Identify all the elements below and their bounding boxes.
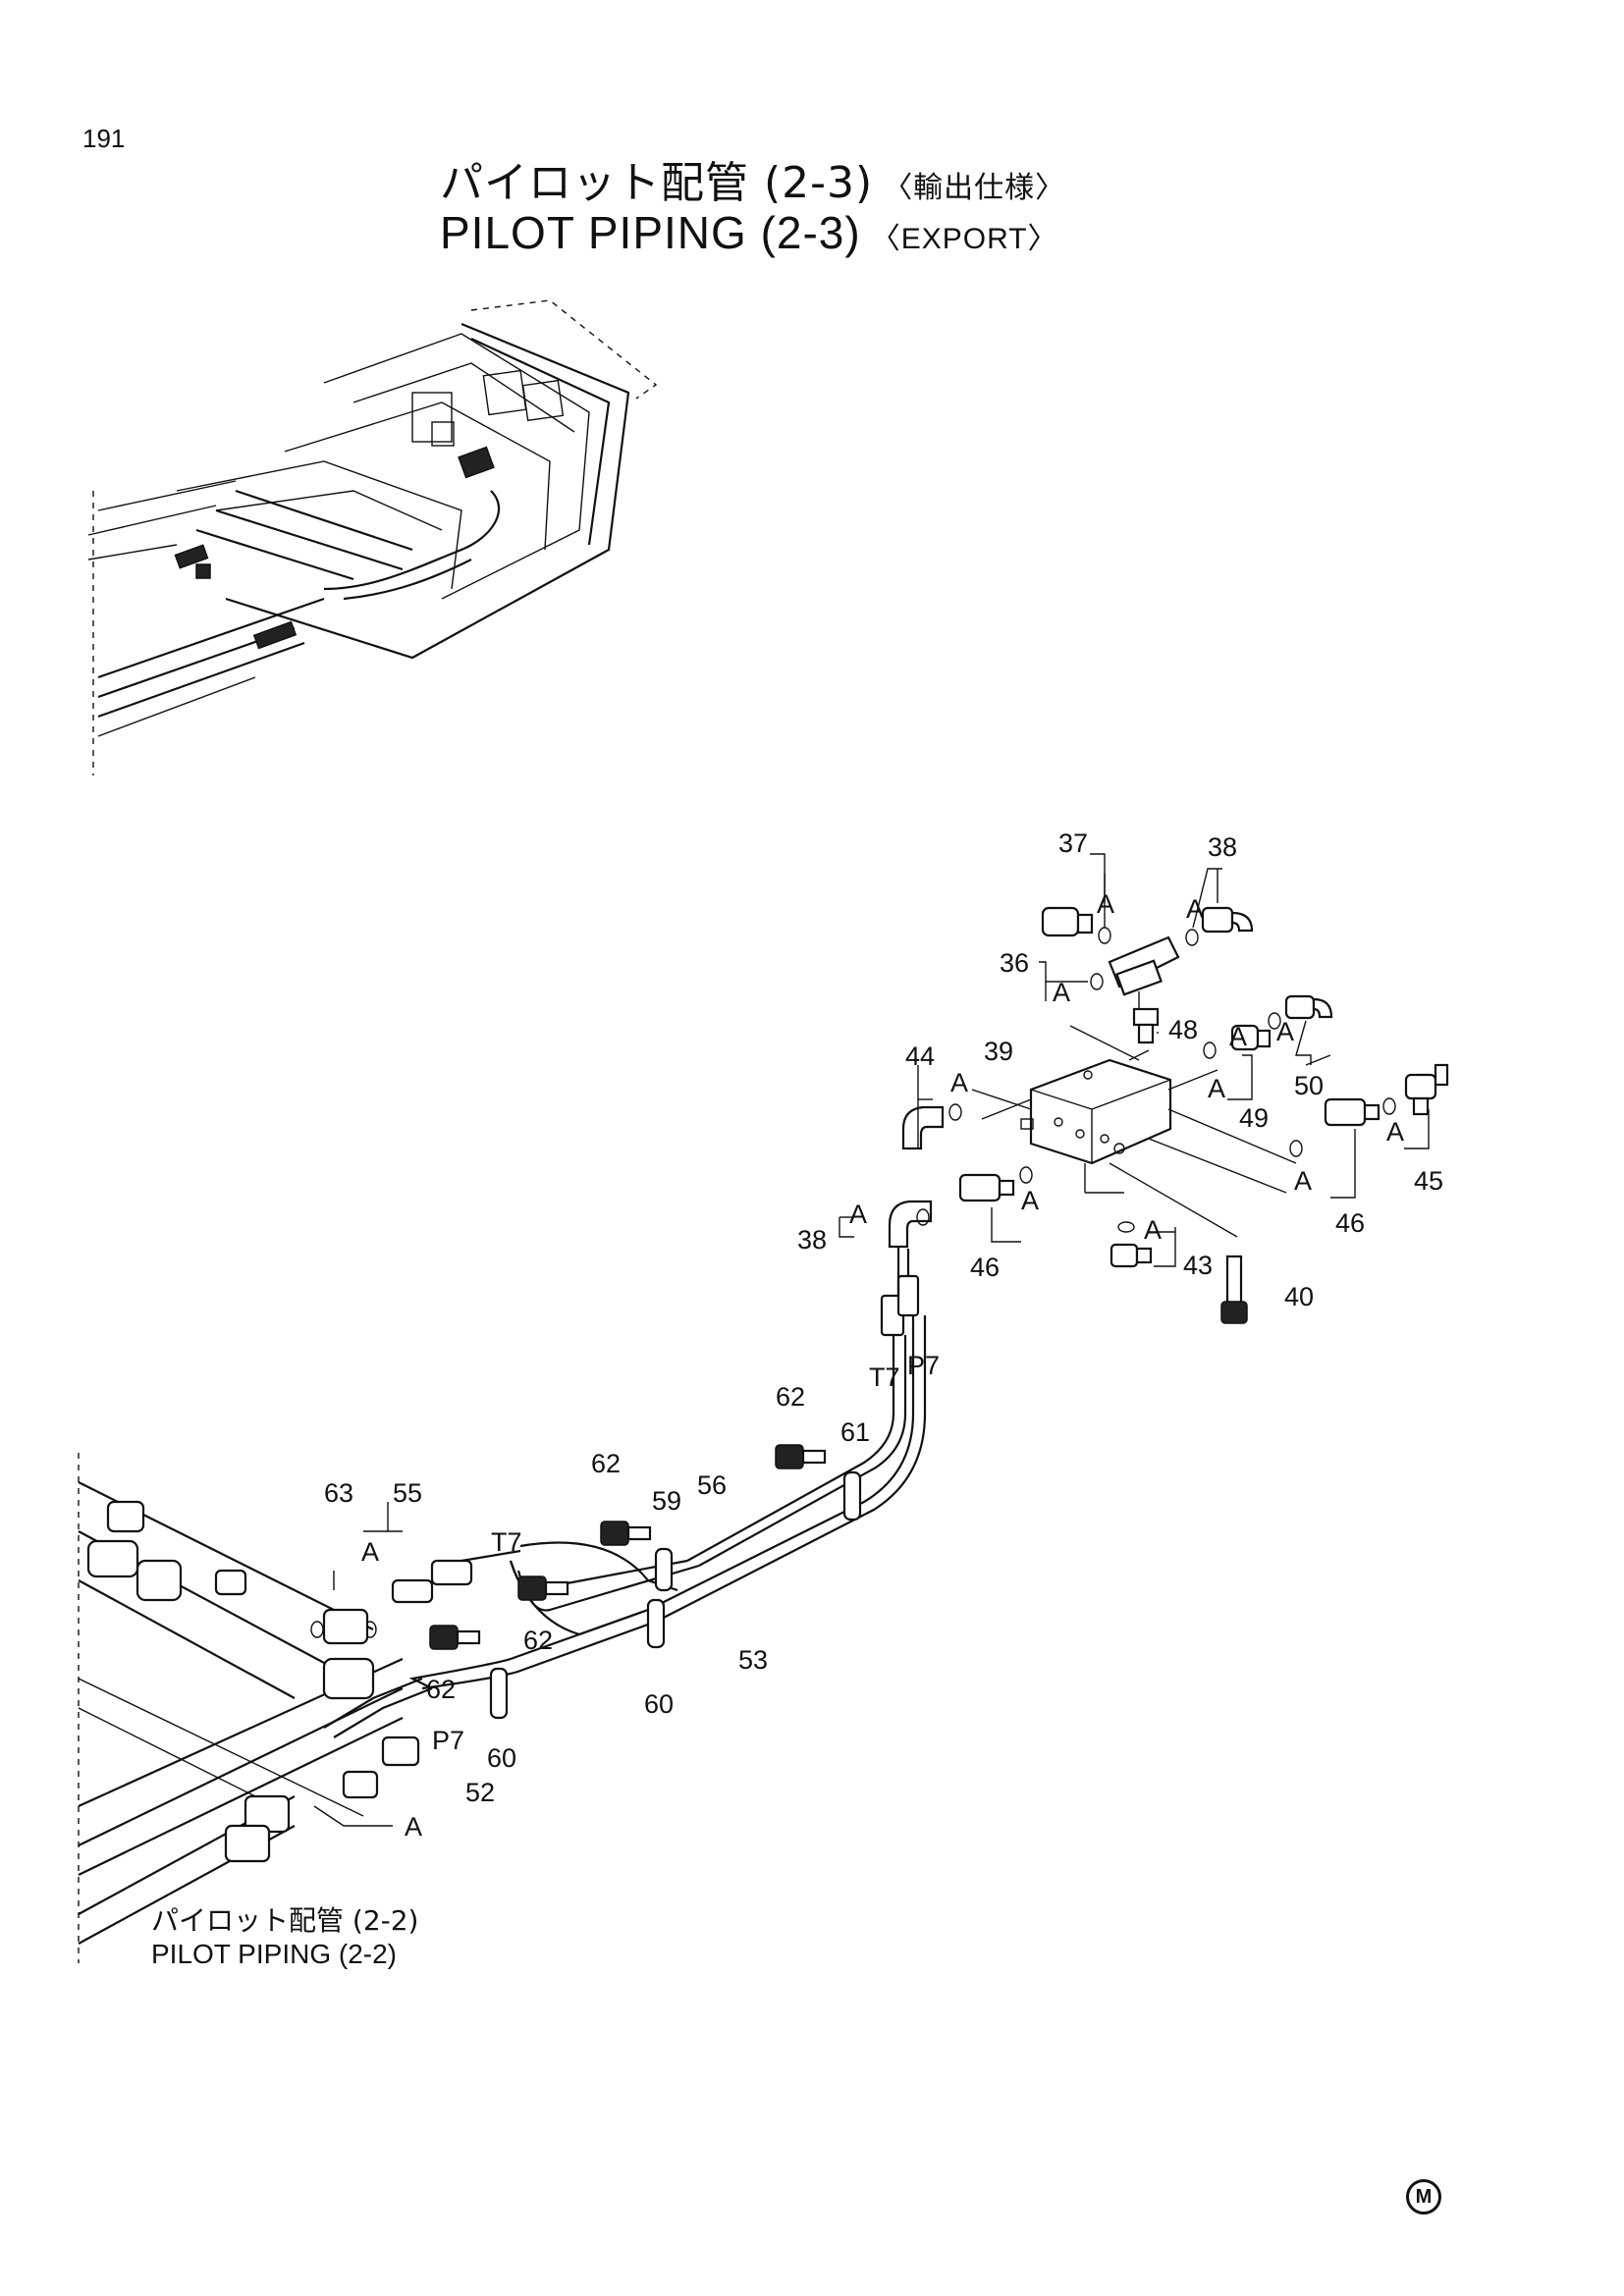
title-japanese-suffix: 〈輸出仕様〉 [883, 171, 1066, 205]
callout-62-lower: 62 [523, 1626, 553, 1655]
callout-62-top: 62 [776, 1382, 805, 1412]
callout-63: 63 [324, 1478, 353, 1508]
elbow-50 [1284, 994, 1333, 1020]
pilot-lines-lower [323, 1541, 700, 1738]
callout-55: 55 [393, 1478, 422, 1508]
elbow-38-upper [1201, 906, 1254, 934]
callout-60-right: 60 [644, 1689, 674, 1719]
ref-a-7: A [1208, 1074, 1225, 1103]
catalog-mark-icon: M [1406, 2179, 1441, 2215]
ref-a-6: A [950, 1068, 968, 1097]
fitting-49 [1230, 1024, 1272, 1051]
main-valve-illustration [78, 1453, 420, 1963]
callout-61: 61 [840, 1417, 870, 1447]
callout-labels: 37 38 36 48 39 44 49 50 45 46 46 38 43 4… [324, 828, 1443, 1807]
ref-a-5: A [1276, 1017, 1294, 1046]
callout-44: 44 [905, 1041, 935, 1071]
fitting-37 [1041, 906, 1094, 937]
callout-62-left: 62 [426, 1675, 456, 1704]
ref-a-12: A [1144, 1215, 1162, 1245]
callout-36: 36 [1000, 948, 1029, 978]
bolt-40 [1220, 1255, 1248, 1324]
callout-60-left: 60 [487, 1743, 516, 1773]
callout-45: 45 [1414, 1166, 1443, 1196]
cross-reference-japanese: パイロット配管 (2-2) [151, 1904, 419, 1937]
callout-53: 53 [738, 1645, 768, 1675]
callout-38-lower: 38 [797, 1225, 827, 1255]
callout-49: 49 [1239, 1103, 1269, 1133]
hoses-t7-p7 [647, 1247, 927, 1623]
title-japanese-text: パイロット配管 (2-3) [440, 158, 874, 208]
ref-a-3: A [1053, 978, 1070, 1007]
cross-reference-english: PILOT PIPING (2-2) [151, 1939, 397, 1969]
page-title-english: PILOT PIPING (2-3) 〈EXPORT〉 [440, 206, 1058, 259]
ref-a-1: A [1097, 889, 1114, 919]
callout-48: 48 [1168, 1015, 1198, 1044]
callout-59: 59 [652, 1486, 681, 1516]
ref-a-2: A [1186, 894, 1204, 924]
callout-38-upper: 38 [1208, 832, 1237, 862]
bolts-62 [429, 1444, 827, 1650]
callout-37: 37 [1058, 828, 1088, 858]
adapter-46-left [958, 1173, 1015, 1202]
callout-56: 56 [697, 1470, 727, 1500]
elbow-38-lower [888, 1200, 933, 1249]
callout-50: 50 [1294, 1071, 1324, 1100]
port-t7-lower: T7 [491, 1527, 522, 1557]
ref-a-14: A [405, 1812, 422, 1842]
machine-overview-illustration [87, 299, 658, 775]
fitting-48 [1132, 1007, 1160, 1044]
callout-46-right: 46 [1335, 1208, 1365, 1238]
callout-46-left: 46 [970, 1253, 1000, 1282]
ref-a-9: A [1294, 1166, 1312, 1196]
title-english-suffix: 〈EXPORT〉 [870, 223, 1058, 255]
callout-39: 39 [984, 1037, 1013, 1066]
adapter-46-right [1324, 1097, 1380, 1127]
reference-marks-a: A A A A A A A A A A A A A A [361, 889, 1404, 1842]
port-p7-upper: P7 [907, 1351, 940, 1380]
callout-40: 40 [1284, 1282, 1314, 1311]
port-t7-upper: T7 [869, 1362, 900, 1392]
port-p7-lower: P7 [432, 1726, 464, 1755]
ref-a-10: A [1021, 1186, 1039, 1215]
callout-62-mid: 62 [591, 1449, 621, 1478]
ref-a-13: A [361, 1537, 379, 1567]
callout-43: 43 [1183, 1251, 1213, 1280]
page-number: 191 [82, 124, 126, 153]
clamps [489, 1470, 862, 1720]
ref-a-4: A [1229, 1022, 1247, 1051]
callout-52: 52 [465, 1778, 495, 1807]
valve-block [971, 1025, 1297, 1238]
elbow-44 [901, 1105, 945, 1150]
relief-valve-36 [1108, 935, 1180, 1011]
title-english-text: PILOT PIPING (2-3) [440, 207, 861, 258]
ref-a-8: A [1386, 1117, 1404, 1147]
fitting-43 [1110, 1243, 1153, 1268]
page-title-japanese: パイロット配管 (2-3) 〈輸出仕様〉 [440, 147, 1065, 210]
ref-a-11: A [849, 1200, 867, 1229]
tee-45 [1404, 1063, 1449, 1116]
leader-lines [313, 853, 1430, 1827]
